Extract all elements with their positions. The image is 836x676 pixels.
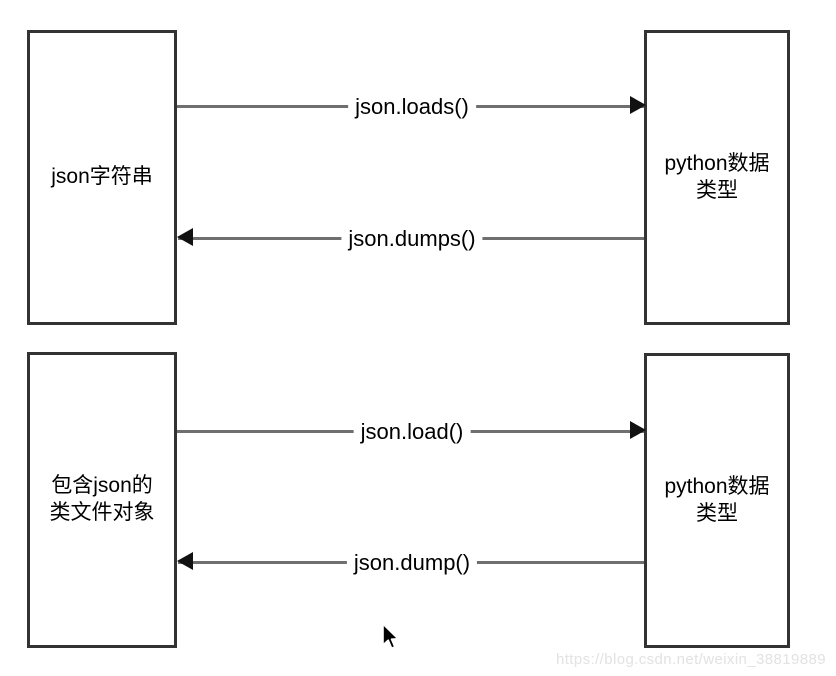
edge-json-load-arrowhead-icon [630,421,646,439]
edge-json-dumps-arrowhead-icon [177,228,193,246]
node-json-file-object: 包含json的 类文件对象 [27,352,177,648]
node-json-string-label: json字符串 [51,165,153,189]
mouse-pointer-icon [382,623,399,649]
edge-json-dump-arrowhead-icon [177,552,193,570]
node-json-string: json字符串 [27,30,177,325]
node-python-data-type-top: python数据 类型 [644,30,790,325]
node-python-data-type-bottom: python数据 类型 [644,353,790,648]
edge-json-dump-label: json.dump() [346,550,478,576]
node-json-file-object-label: 包含json的 类文件对象 [49,474,155,524]
edge-json-loads-arrowhead-icon [630,96,646,114]
edge-json-loads-label: json.loads() [348,94,476,120]
edge-json-load-label: json.load() [353,419,471,445]
edge-json-dumps-label: json.dumps() [341,226,483,252]
node-python-data-type-top-label: python数据 类型 [664,151,770,202]
watermark-text: https://blog.csdn.net/weixin_38819889 [556,651,826,668]
node-python-data-type-bottom-label: python数据 类型 [664,474,770,525]
